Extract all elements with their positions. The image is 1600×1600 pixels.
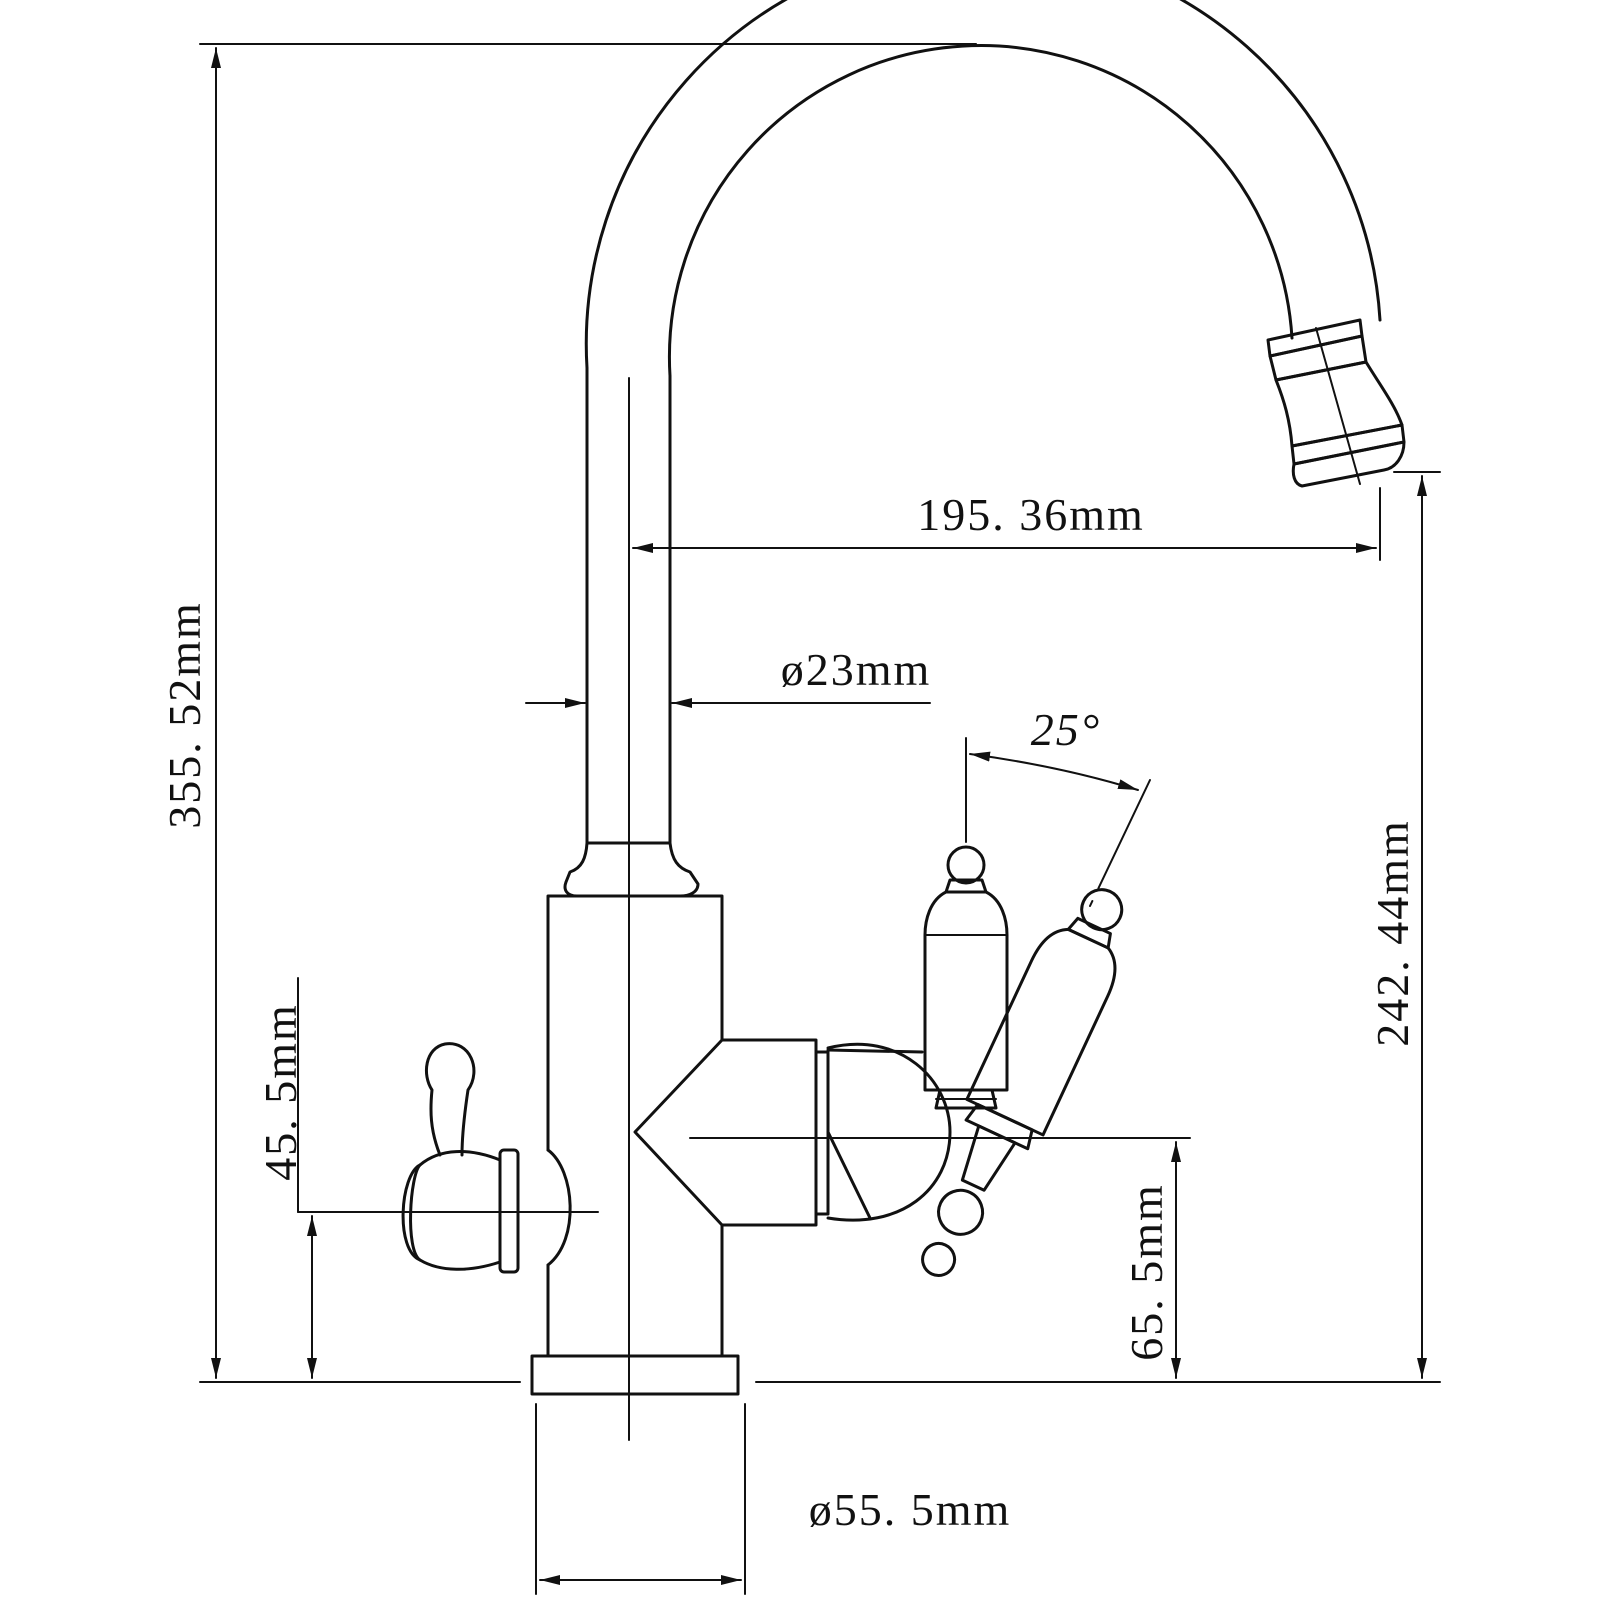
spout-collar (563, 841, 700, 898)
spout-diameter-label: ø23mm (781, 644, 932, 695)
spout-reach-label: 195. 36mm (917, 489, 1145, 540)
cartridge-ring (814, 1050, 830, 1216)
faucet-body (401, 0, 1406, 1396)
spout-inner-curve (667, 43, 1294, 845)
aerator-head (1266, 318, 1406, 488)
main-body (546, 894, 724, 1358)
spout-height-label: 242. 44mm (1367, 819, 1418, 1047)
lever-handle-upright (923, 845, 1009, 1110)
lever-handle-tilted (921, 888, 1124, 1277)
tap-height-label: 45. 5mm (255, 1003, 306, 1181)
spout-outer-curve (584, 0, 1382, 845)
dimension-lines (199, 43, 1441, 1595)
base-diameter-label: ø55. 5mm (809, 1484, 1012, 1535)
dimension-labels: 355. 52mm 195. 36mm ø23mm 25° 242. 44mm … (159, 489, 1418, 1535)
centerlines (297, 377, 1191, 1441)
cartridge-cutline (826, 1048, 924, 1220)
angle-arc (969, 751, 1139, 791)
side-tap (401, 1042, 572, 1274)
cartridge-housing (633, 1038, 818, 1227)
handle-angle-label: 25° (1031, 704, 1101, 755)
total-height-label: 355. 52mm (159, 601, 210, 829)
base-plate (530, 1354, 740, 1396)
cartridge-dome (826, 1042, 952, 1222)
lever-height-label: 65. 5mm (1121, 1183, 1172, 1361)
